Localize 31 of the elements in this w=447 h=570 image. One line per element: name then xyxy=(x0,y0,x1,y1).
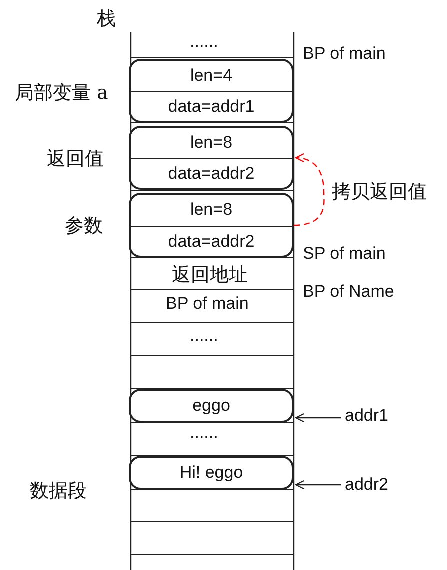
variable-label: 返回值 xyxy=(47,147,104,172)
arrow xyxy=(294,154,325,226)
ellipsis: ...... xyxy=(190,326,218,346)
memory-box xyxy=(129,456,294,490)
field-value: data=addr2 xyxy=(168,164,255,184)
ellipsis: ...... xyxy=(190,32,218,52)
cell-text: 返回地址 xyxy=(172,263,248,288)
field-value: len=4 xyxy=(190,66,233,86)
pointer-label: BP of main xyxy=(303,44,386,64)
arrow xyxy=(295,480,341,490)
section-heading: 数据段 xyxy=(30,479,87,504)
variable-label: 参数 xyxy=(65,214,103,239)
field-value: data=addr1 xyxy=(168,97,255,117)
ellipsis: ...... xyxy=(190,423,218,443)
memory-box xyxy=(129,126,294,190)
cell-text: BP of main xyxy=(166,294,249,314)
arrow xyxy=(295,413,341,423)
field-value: Hi! eggo xyxy=(180,463,244,483)
field-value: len=8 xyxy=(190,200,233,220)
address-label: addr2 xyxy=(345,475,388,495)
stack-heading: 栈 xyxy=(97,7,116,32)
variable-label: 局部变量 a xyxy=(15,81,108,106)
memory-box xyxy=(129,389,294,423)
field-value: len=8 xyxy=(190,133,233,153)
memory-box xyxy=(129,59,294,123)
address-label: addr1 xyxy=(345,406,388,426)
field-value: data=addr2 xyxy=(168,232,255,252)
pointer-label: SP of main xyxy=(303,244,386,264)
pointer-label: BP of Name xyxy=(303,282,394,302)
field-value: eggo xyxy=(192,396,230,416)
memory-box xyxy=(129,193,294,258)
